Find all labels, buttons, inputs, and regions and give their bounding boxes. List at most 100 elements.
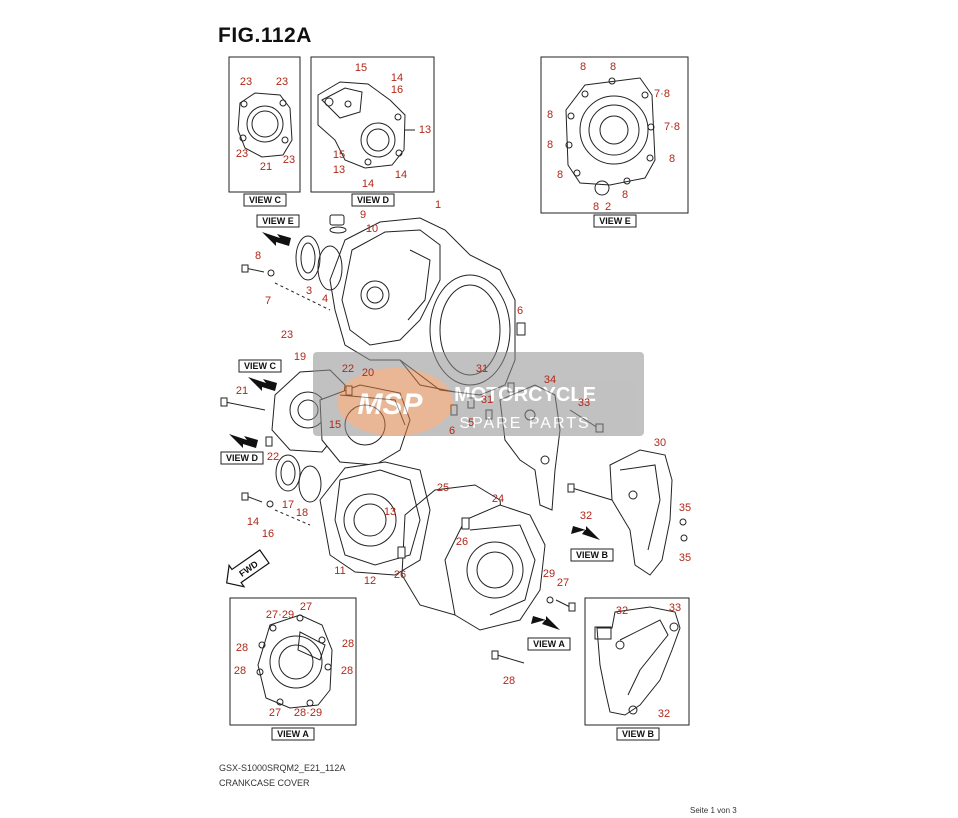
callout: 5 [468,417,474,429]
bolt-32 [567,483,613,501]
callout: 32 [658,708,670,720]
bolt-8-washer-7 [241,264,331,311]
view-b-arrow [571,526,600,540]
callout: 15 [355,62,367,74]
callout: 14 [362,178,374,190]
view-c-inset-label-box [243,193,287,207]
callout: 20 [362,367,374,379]
callout: 8 [669,153,675,165]
callout: 27 [300,601,312,613]
watermark-band [313,352,644,436]
view-c-cover-drawing [237,92,293,158]
figure-title: FIG.112A [218,24,312,47]
callout: 23 [276,76,288,88]
view-c-inset-box [228,56,301,193]
callout: 8 [547,109,553,121]
view-b-inset-box [584,597,690,726]
page-indicator: Seite 1 von 3 [690,806,737,815]
bolt-35-b [680,534,688,542]
view-a-arrow [531,616,560,630]
callout: 28·29 [294,707,322,719]
watermark-logo-oval [337,368,453,436]
callout: 16 [262,528,274,540]
view-c-inset-label: VIEW C [249,195,282,205]
view-b-bracket-drawing [594,606,681,716]
callout: 8 [580,61,586,73]
callout: 7·8 [664,121,680,133]
callout: 15 [329,419,341,431]
callout: 3 [306,285,312,297]
view-b-label-box [570,548,614,562]
callout: 9 [360,209,366,221]
callout: 8 [547,139,553,151]
callout: 23 [281,329,293,341]
callout: 27 [557,577,569,589]
view-c-arrow [248,377,277,391]
callout: 28 [341,665,353,677]
callout: 35 [679,552,691,564]
view-a-label: VIEW A [533,639,565,649]
callout: 7 [265,295,271,307]
view-b-inset-label: VIEW B [622,729,655,739]
bracket-30 [609,449,673,576]
callout: 10 [366,223,378,235]
dowel-pin-6 [516,322,526,336]
view-a-cover-drawing [256,614,333,709]
view-e-label: VIEW E [262,216,294,226]
callout: 13 [419,124,431,136]
callout: 8 [610,61,616,73]
dowel-22-b [265,436,273,447]
oil-seal-parts-3-4 [295,235,343,291]
callout: 22 [267,451,279,463]
callout: 14 [395,169,407,181]
view-b-label: VIEW B [576,550,609,560]
callout: 8 [622,189,628,201]
view-e-inset-label: VIEW E [599,216,631,226]
callout: 8 [593,201,599,213]
callout: 28 [234,665,246,677]
view-e-cover-drawing [565,77,656,196]
callout: 7·8 [654,88,670,100]
watermark-line2: SPARE PARTS [459,415,590,432]
view-e-arrow [262,232,291,246]
callout: 4 [322,293,328,305]
callout: 14 [247,516,259,528]
view-c-label-box [238,359,282,373]
callout: 23 [236,148,248,160]
bolt-35-a [679,518,687,526]
watermark: MSP MOTORCYCLE SPARE PARTS [313,352,644,436]
figure-caption: CRANKCASE COVER [219,778,310,788]
callout: 13 [384,506,396,518]
callout: 26 [394,569,406,581]
callout: 29 [543,568,555,580]
callout: 19 [294,351,306,363]
callout: 28 [342,638,354,650]
callout-numbers: 23 23 23 23 21 15 14 16 13 15 13 14 14 8… [234,61,691,720]
callout: 28 [503,675,515,687]
view-d-arrow [229,434,258,448]
view-d-cover-drawing [317,81,415,169]
bolt-28 [491,650,525,664]
model-code: GSX-S1000SRQM2_E21_112A [219,763,346,773]
callout: 34 [544,374,556,386]
callout: 8 [255,250,261,262]
callout: 8 [557,169,563,181]
bolt-27-washer-29 [546,596,576,612]
view-d-inset-label: VIEW D [357,195,390,205]
view-e-inset-box [540,56,689,214]
watermark-line1: MOTORCYCLE [454,384,596,406]
callout: 23 [283,154,295,166]
bolt-21 [220,397,266,411]
view-b-inset-label-box [616,727,660,741]
view-c-label: VIEW C [244,361,277,371]
view-e-inset-label-box [593,214,637,228]
callout: 24 [492,493,504,505]
view-d-label: VIEW D [226,453,259,463]
callout: 32 [580,510,592,522]
view-a-inset-box [229,597,357,726]
callout: 21 [260,161,272,173]
callout: 35 [679,502,691,514]
view-a-label-box [527,637,571,651]
callout: 1 [435,199,441,211]
